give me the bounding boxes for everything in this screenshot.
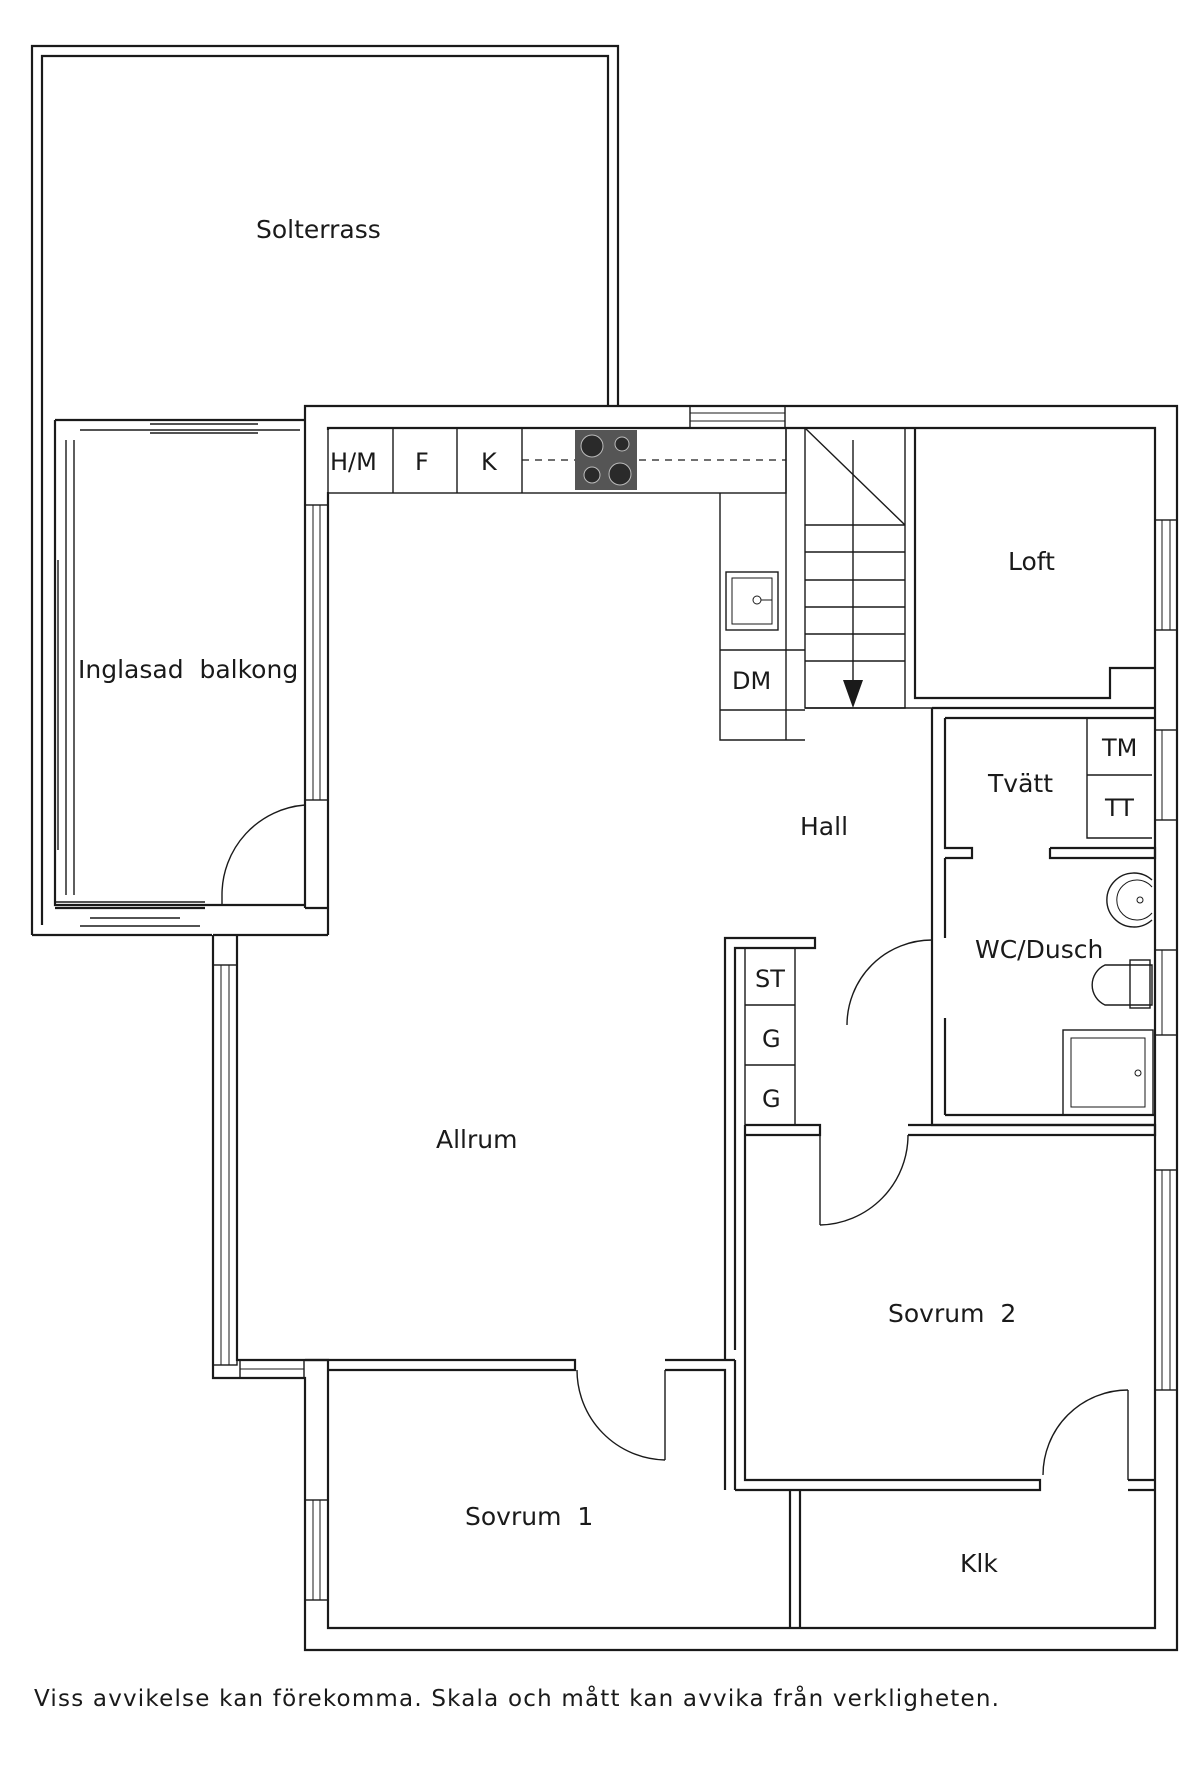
room-label-hall: Hall xyxy=(800,812,848,841)
room-label-sovrum-2: Sovrum 2 xyxy=(888,1299,1016,1328)
glazed-balcony-walls xyxy=(53,418,305,927)
fixture-label-dm: DM xyxy=(732,667,771,695)
fixture-label-f: F xyxy=(415,448,429,476)
terrace-outline xyxy=(30,44,620,937)
room-label-allrum: Allrum xyxy=(436,1125,517,1154)
kitchen-counter xyxy=(327,427,805,741)
stair-arrow-icon xyxy=(843,680,863,708)
room-label-inglasad-balkong: Inglasad balkong xyxy=(78,655,298,684)
loft-walls xyxy=(913,428,1155,700)
room-label-sovrum-1: Sovrum 1 xyxy=(465,1502,593,1531)
fixture-label-hm: H/M xyxy=(330,448,377,476)
fixture-label-g-1: G xyxy=(762,1025,781,1053)
doors xyxy=(221,804,1129,1480)
interior-walls xyxy=(305,936,1157,1628)
stove-icon xyxy=(575,430,637,490)
fixture-label-tm: TM xyxy=(1101,734,1137,762)
fixture-label-tt: TT xyxy=(1104,794,1134,822)
fixture-label-g-2: G xyxy=(762,1085,781,1113)
room-label-wc-dusch: WC/Dusch xyxy=(975,935,1103,964)
room-label-solterrass: Solterrass xyxy=(256,215,381,244)
fixture-label-k: K xyxy=(481,448,498,476)
room-label-loft: Loft xyxy=(1008,547,1055,576)
outer-walls xyxy=(211,404,1179,1652)
disclaimer-text: Viss avvikelse kan förekomma. Skala och … xyxy=(34,1686,1001,1712)
windows xyxy=(212,405,1178,1601)
staircase xyxy=(804,427,935,709)
fixture-label-st: ST xyxy=(755,965,785,993)
room-label-tvatt: Tvätt xyxy=(987,769,1053,798)
room-label-klk: Klk xyxy=(960,1549,998,1578)
